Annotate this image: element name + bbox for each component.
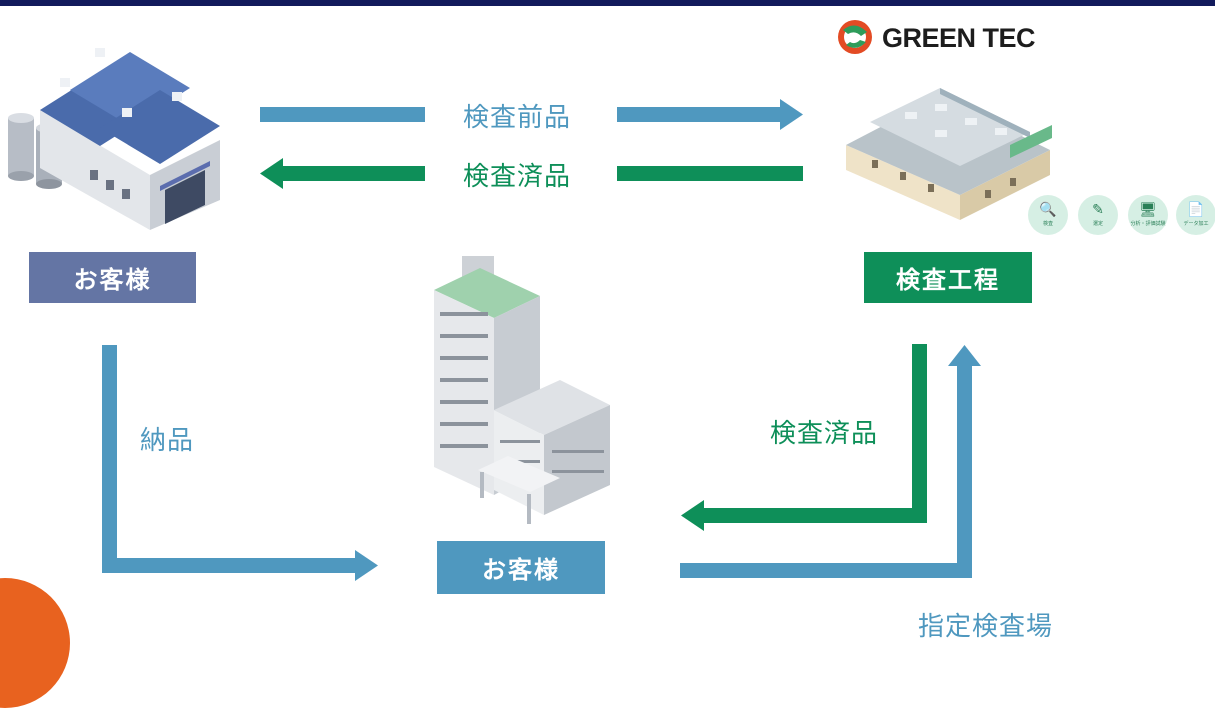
arrow-pre-inspection bbox=[260, 99, 803, 130]
designated-site-label: 指定検査場 bbox=[918, 612, 1054, 642]
customer-factory-label-text: お客様 bbox=[73, 266, 152, 294]
pre-inspection-label: 検査前品 bbox=[463, 103, 572, 133]
delivery-label: 納品 bbox=[140, 426, 195, 456]
monitor-glyph: 🖥 bbox=[1139, 202, 1157, 218]
brand-name: GREEN TEC bbox=[882, 22, 1036, 53]
inspection-process-label: 検査工程 bbox=[864, 252, 1032, 303]
customer-factory-label: お客様 bbox=[29, 252, 196, 303]
monitor-caption: 分析・評価試験 bbox=[1130, 221, 1166, 227]
document-caption: データ加工 bbox=[1183, 221, 1209, 227]
document-icon: 📄 データ加工 bbox=[1176, 195, 1215, 235]
monitor-icon: 🖥 分析・評価試験 bbox=[1128, 195, 1168, 235]
search-glyph: 🔍 bbox=[1039, 202, 1057, 218]
office-building-illustration bbox=[434, 256, 610, 524]
arrow-designated-site bbox=[680, 345, 981, 578]
inspected-top-label: 検査済品 bbox=[463, 162, 572, 192]
inspection-process-label-text: 検査工程 bbox=[896, 266, 1000, 294]
factory-illustration bbox=[8, 48, 220, 230]
customer-office-label: お客様 bbox=[437, 541, 605, 594]
search-caption: 検査 bbox=[1042, 221, 1053, 227]
search-icon: 🔍 検査 bbox=[1028, 195, 1068, 235]
brand: GREEN TEC bbox=[834, 12, 1036, 64]
header-bar bbox=[0, 0, 1215, 6]
document-glyph: 📄 bbox=[1187, 202, 1205, 218]
arrow-inspected-to-customer bbox=[681, 344, 927, 531]
tool-glyph: ✎ bbox=[1092, 202, 1104, 218]
logo-spacer bbox=[834, 17, 876, 59]
tool-caption: 選定 bbox=[1092, 221, 1103, 227]
greentec-logo-icon bbox=[838, 20, 872, 54]
flow-diagram bbox=[8, 20, 1052, 581]
arrow-inspected-return bbox=[260, 158, 803, 189]
arrow-delivery bbox=[102, 345, 378, 581]
customer-office-label-text: お客様 bbox=[482, 556, 560, 584]
greentec-factory-illustration bbox=[846, 88, 1052, 220]
inspected-right-label: 検査済品 bbox=[770, 419, 879, 449]
tool-icon: ✎ 選定 bbox=[1078, 195, 1118, 235]
